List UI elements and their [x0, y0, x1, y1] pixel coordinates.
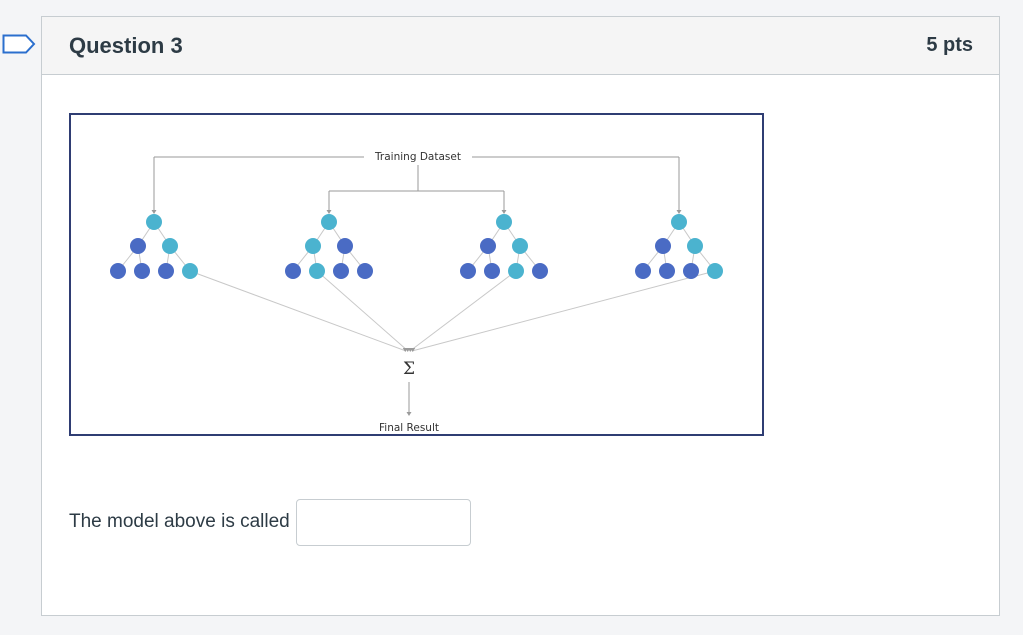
result-arrow — [406, 412, 412, 416]
tree-2-root-node — [321, 214, 337, 230]
dataset-arrow-tree-2 — [326, 210, 332, 214]
tree-2-level2-node-1 — [305, 238, 321, 254]
tree-2-leaf-node-1 — [285, 263, 301, 279]
tree-3-level2-node-1 — [480, 238, 496, 254]
training-dataset-label: Training Dataset — [374, 151, 461, 163]
tree-2-leaf-node-2 — [309, 263, 325, 279]
tree-2-leaf-node-4 — [357, 263, 373, 279]
dataset-arrow-tree-3 — [501, 210, 507, 214]
tree-4-leaf-node-2 — [659, 263, 675, 279]
tree-4-level2-node-2 — [687, 238, 703, 254]
random-forest-diagram: Training Dataset Σ Final Result — [69, 113, 764, 436]
tree-4-level2-node-1 — [655, 238, 671, 254]
aggregate-line-4 — [411, 270, 716, 352]
tree-3-leaf-node-2 — [484, 263, 500, 279]
tree-3-leaf-node-3 — [508, 263, 524, 279]
tree-4-leaf-node-4 — [707, 263, 723, 279]
tree-4-leaf-node-3 — [683, 263, 699, 279]
tree-3-root-node — [496, 214, 512, 230]
dataset-arrow-tree-4 — [676, 210, 682, 214]
question-points: 5 pts — [926, 34, 973, 56]
tree-3-leaf-node-1 — [460, 263, 476, 279]
question-header: Question 3 5 pts — [42, 17, 999, 75]
tree-2-leaf-node-3 — [333, 263, 349, 279]
dataset-arrow-tree-1 — [151, 210, 157, 214]
sum-symbol: Σ — [403, 359, 415, 379]
tree-1-level2-node-2 — [162, 238, 178, 254]
bookmark-icon[interactable] — [2, 34, 36, 54]
tree-4-leaf-node-1 — [635, 263, 651, 279]
final-result-label: Final Result — [379, 422, 439, 434]
tree-1-leaf-node-2 — [134, 263, 150, 279]
answer-row: The model above is called — [69, 498, 471, 546]
tree-1-leaf-node-1 — [110, 263, 126, 279]
question-title: Question 3 — [69, 32, 183, 58]
tree-1-leaf-node-4 — [182, 263, 198, 279]
tree-4-root-node — [671, 214, 687, 230]
tree-1-level2-node-1 — [130, 238, 146, 254]
aggregate-line-1 — [189, 270, 407, 352]
aggregate-line-2 — [316, 270, 409, 352]
tree-3-leaf-node-4 — [532, 263, 548, 279]
diagram-canvas: Training Dataset Σ Final Result — [110, 151, 723, 434]
tree-2-level2-node-2 — [337, 238, 353, 254]
aggregate-arrow-4 — [410, 348, 416, 352]
question-card: Question 3 5 pts Training Dataset Σ Fina… — [41, 16, 1000, 616]
tree-3-level2-node-2 — [512, 238, 528, 254]
tree-1-leaf-node-3 — [158, 263, 174, 279]
tree-1-root-node — [146, 214, 162, 230]
question-prompt: The model above is called — [69, 511, 290, 532]
answer-input[interactable] — [295, 498, 471, 546]
aggregate-line-3 — [409, 270, 517, 352]
